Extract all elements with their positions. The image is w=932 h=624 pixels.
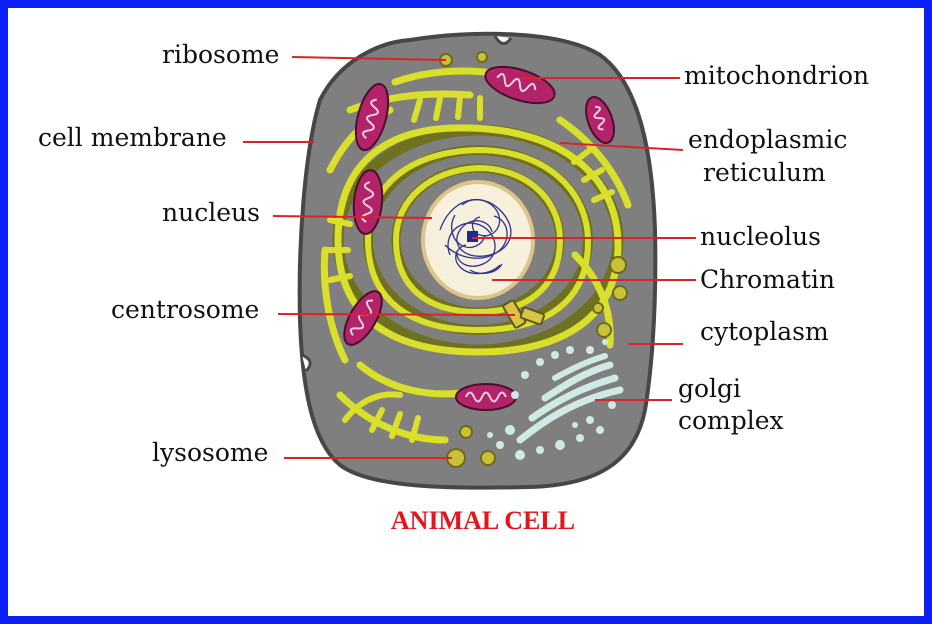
nucleolus-shape [467, 231, 478, 242]
label-centrosome: centrosome [111, 295, 259, 324]
label-golgi: golgi [678, 374, 741, 403]
label-mitochondrion: mitochondrion [684, 61, 869, 90]
label-cytoplasm: cytoplasm [700, 317, 829, 346]
label-reticulum: reticulum [703, 158, 826, 187]
diagram-title: ANIMAL CELL [391, 506, 575, 535]
label-complex: complex [678, 406, 784, 435]
leader-centrosome [278, 314, 515, 315]
label-nucleus: nucleus [162, 198, 260, 227]
label-endoplasmic: endoplasmic [688, 125, 847, 154]
label-ribosome: ribosome [162, 40, 279, 69]
mitochondrion-bottom [456, 384, 516, 410]
label-chromatin: Chromatin [700, 265, 835, 294]
label-nucleolus: nucleolus [700, 222, 821, 251]
label-cell-membrane: cell membrane [38, 123, 227, 152]
label-lysosome: lysosome [152, 438, 268, 467]
